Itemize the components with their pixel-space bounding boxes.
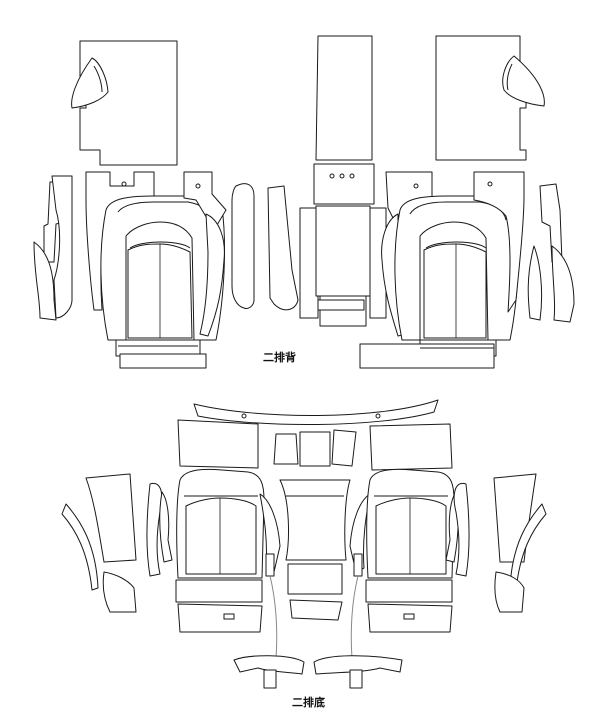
left-seat-back-bottom-tab xyxy=(119,353,207,369)
base-right-bottom-bracket xyxy=(313,655,403,675)
right-back-top-panel xyxy=(435,35,527,161)
base-left-cushion-bottom xyxy=(177,603,263,633)
base-right-perforated-panel xyxy=(375,497,447,575)
base-center-left-tab xyxy=(273,433,299,465)
base-right-cushion-bottom xyxy=(367,603,453,633)
right-outer-side-strip xyxy=(539,183,563,263)
right-perforated-center-panel xyxy=(423,243,487,339)
base-top-curved-strip xyxy=(193,399,439,426)
base-right-inner-small xyxy=(353,553,363,577)
back-section: 二排背 xyxy=(33,35,575,369)
left-inner-bolster xyxy=(199,213,225,337)
base-section-label: 二排底 xyxy=(292,695,325,709)
base-left-outer-panel xyxy=(85,473,137,563)
middle-center-top-piece xyxy=(313,163,375,205)
base-center-console-bottom xyxy=(289,599,343,621)
middle-left-side-strip xyxy=(299,207,319,319)
left-outer-bolster-a xyxy=(33,241,57,321)
base-left-bottom-bracket xyxy=(233,655,305,675)
middle-bottom-flap xyxy=(317,299,365,311)
base-left-side-strip xyxy=(159,491,173,563)
base-right-cushion-front xyxy=(365,579,453,603)
left-back-ear-piece xyxy=(71,57,109,109)
base-left-inner-small xyxy=(265,553,275,577)
base-left-cushion-front xyxy=(175,579,263,603)
base-left-perforated-panel xyxy=(185,497,257,575)
right-outer-bolster-b xyxy=(527,245,543,321)
base-center-console-top xyxy=(279,479,351,561)
right-center-long-strip xyxy=(267,185,299,311)
base-left-top-panel xyxy=(177,419,259,469)
base-section: 二排底 xyxy=(61,399,547,709)
base-center-right-tab xyxy=(331,429,357,467)
base-left-outer-strip-a xyxy=(61,503,99,591)
right-seat-side-panel xyxy=(473,171,525,313)
base-center-console-mid xyxy=(287,563,343,595)
base-right-outer-panel xyxy=(493,473,537,563)
back-section-label: 二排背 xyxy=(263,350,296,364)
base-right-bottom-tab xyxy=(349,669,363,689)
base-right-small-panel xyxy=(494,571,525,613)
left-outer-bolster-b xyxy=(51,175,73,319)
base-right-top-panel xyxy=(369,423,453,471)
base-left-small-panel xyxy=(102,571,137,613)
base-center-panel xyxy=(299,431,331,467)
right-outer-bolster-a xyxy=(551,245,575,323)
left-center-long-strip xyxy=(231,183,255,309)
middle-center-panel xyxy=(315,205,371,297)
middle-back-top-panel xyxy=(315,35,373,161)
base-right-bolster xyxy=(453,482,470,577)
right-back-ear-piece xyxy=(502,55,545,107)
base-left-bottom-tab xyxy=(263,669,277,689)
right-seat-back-bottom-tab xyxy=(359,343,495,369)
